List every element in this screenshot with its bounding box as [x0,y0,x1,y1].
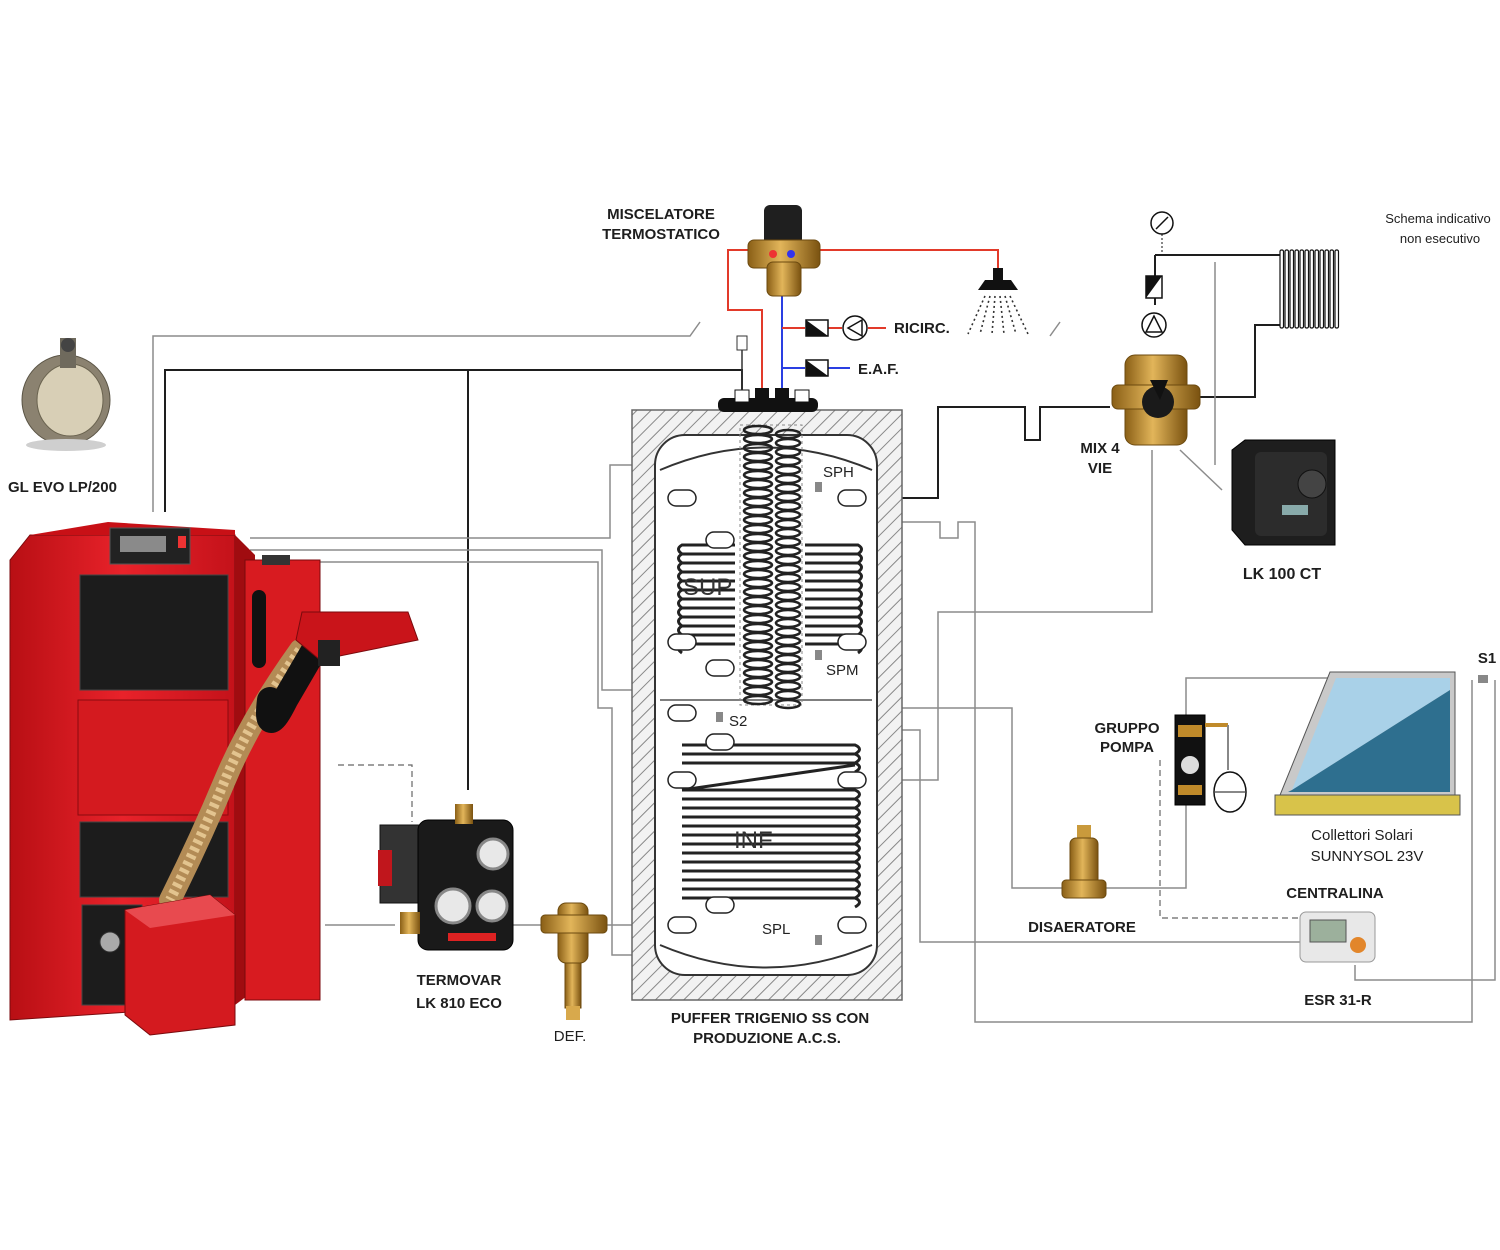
note-line-2: non esecutivo [1400,231,1480,246]
note-line-1: Schema indicativo [1385,211,1491,226]
piping [152,249,1496,1023]
ricirc-label: RICIRC. [894,320,950,337]
disaeratore-label: DISAERATORE [1028,919,1136,936]
puffer-label-2: PRODUZIONE A.C.S. [693,1030,841,1047]
radiator-icon [1279,249,1340,329]
termovar-gauge-left-icon [434,887,472,925]
recirc-pump-icon [842,315,868,341]
pellet-boiler [9,522,419,1036]
eaf-check-valve-icon [805,359,829,377]
mix4-valve-icon [1111,354,1201,446]
s2-label: S2 [729,713,747,730]
termovar-pump-group [378,804,514,951]
solar-collector-icon [1274,671,1488,816]
acs-coil [742,424,802,710]
shower-icon [967,268,1029,335]
gruppo-label-2: POMPA [1100,739,1154,756]
draft-line [152,321,701,512]
miscelatore-label-1: MISCELATORE [607,206,715,223]
lk100-actuator-icon [1231,439,1336,546]
sensor-sph-icon [815,482,822,492]
sensor-s1-icon [1478,675,1488,683]
spm-label: SPM [826,662,859,679]
solar-controller-icon [1299,911,1376,963]
collettori-label-2: SUNNYSOL 23V [1311,848,1424,865]
draft-regulator-icon [21,338,111,451]
spl-label: SPL [762,921,790,938]
puffer-tank: SUP INF SPH SPM S2 SPL [631,335,903,1001]
heating-check-valve-icon [1145,275,1163,299]
air-vent-icon [736,335,748,351]
heating-pump-icon [1141,312,1167,338]
air-separator-icon [1061,825,1107,899]
sensor-spl-icon [815,935,822,945]
mix4-label-1: MIX 4 [1080,440,1120,457]
gl-evo-label: GL EVO LP/200 [8,479,117,496]
lk100-label: LK 100 CT [1243,566,1321,583]
def-label: DEF. [554,1028,587,1045]
heating-pressure-gauge-icon [1150,211,1174,252]
sensor-spm-icon [815,650,822,660]
termovar-gauge-right-icon [475,889,509,923]
inf-label: INF [734,827,773,854]
esr-label: ESR 31-R [1304,992,1372,1009]
collettori-label-1: Collettori Solari [1311,827,1413,844]
solar-pump-group-icon [1174,714,1247,813]
gruppo-label-1: GRUPPO [1094,720,1159,737]
termovar-label-2: LK 810 ECO [416,995,502,1012]
pellet-burner-head [295,611,419,661]
sph-label: SPH [823,464,854,481]
sensor-s2-icon [716,712,723,722]
sup-label: SUP [683,574,732,601]
miscelatore-label-2: TERMOSTATICO [602,226,720,243]
dirt-separator-icon [540,902,608,1020]
boiler-door-top [79,574,229,691]
s1-label: S1 [1478,650,1496,667]
termovar-gauge-top-icon [476,837,510,871]
thermostatic-mixer-icon [747,205,821,297]
centralina-label: CENTRALINA [1286,885,1384,902]
termovar-label-1: TERMOVAR [417,972,502,989]
recirc-check-valve-icon [805,319,829,337]
inf-coil [681,743,861,909]
eaf-label: E.A.F. [858,361,899,378]
mix4-label-2: VIE [1088,460,1112,477]
puffer-label-1: PUFFER TRIGENIO SS CON [671,1010,869,1027]
